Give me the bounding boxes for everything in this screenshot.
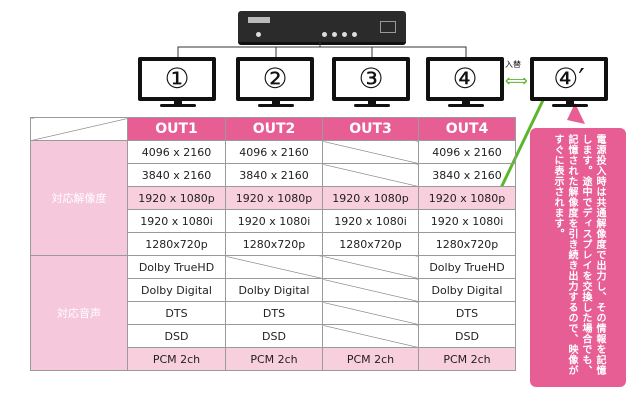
table-cell: PCM 2ch — [225, 347, 323, 371]
table-cell: PCM 2ch — [322, 347, 419, 371]
table-cell-unsupported — [322, 163, 419, 187]
table-cell: PCM 2ch — [127, 347, 226, 371]
header-out3: OUT3 — [322, 117, 419, 141]
monitor-2: ② — [236, 57, 316, 107]
monitor-1: ① — [138, 57, 218, 107]
table-cell: 1920 x 1080p — [225, 186, 323, 210]
table-cell: 1920 x 1080p — [418, 186, 516, 210]
table-cell: Dolby Digital — [225, 278, 323, 302]
table-cell: 4096 x 2160 — [127, 140, 226, 164]
table-cell-unsupported — [225, 255, 323, 279]
table-cell: 1280x720p — [127, 232, 226, 256]
monitor-4-number: ④ — [426, 57, 504, 101]
table-cell: 3840 x 2160 — [225, 163, 323, 187]
table-cell-unsupported — [322, 278, 419, 302]
monitor-2-number: ② — [236, 57, 314, 101]
swap-arrow-icon: ⟺ — [505, 71, 528, 90]
monitor-3: ③ — [332, 57, 412, 107]
output-spec-table: OUT1 OUT2 OUT3 OUT4 対応解像度 4096 x 2160 40… — [30, 117, 516, 371]
table-cell-unsupported — [322, 301, 419, 325]
table-cell: DTS — [225, 301, 323, 325]
table-cell: DSD — [225, 324, 323, 348]
table-cell: 3840 x 2160 — [418, 163, 516, 187]
power-led — [256, 32, 261, 37]
swap-label: 入替 — [505, 60, 521, 69]
header-out4: OUT4 — [418, 117, 516, 141]
group-resolution: 対応解像度 — [30, 140, 128, 256]
table-cell: 1280x720p — [418, 232, 516, 256]
table-cell: Dolby TrueHD — [127, 255, 226, 279]
status-led-3 — [342, 32, 347, 37]
table-corner — [30, 117, 128, 141]
table-cell: 1920 x 1080i — [322, 209, 419, 233]
monitor-4-replacement-number: ④′ — [530, 57, 608, 101]
memory-note-callout: 電源投入時は共通解像度で出力し、その情報を記憶します。途中でディスプレイを交換し… — [530, 128, 626, 387]
table-cell: Dolby Digital — [127, 278, 226, 302]
table-cell: 4096 x 2160 — [225, 140, 323, 164]
monitor-4: ④ — [426, 57, 506, 107]
hdmi-splitter-device — [238, 11, 406, 45]
table-cell: PCM 2ch — [418, 347, 516, 371]
status-led-4 — [352, 32, 357, 37]
table-cell: Dolby TrueHD — [418, 255, 516, 279]
table-cell: 1280x720p — [225, 232, 323, 256]
header-out1: OUT1 — [127, 117, 226, 141]
monitor-1-number: ① — [138, 57, 216, 101]
table-cell: 4096 x 2160 — [418, 140, 516, 164]
table-cell-unsupported — [322, 324, 419, 348]
table-cell: 1920 x 1080p — [322, 186, 419, 210]
device-port — [380, 21, 396, 33]
status-led-2 — [332, 32, 337, 37]
table-cell: DTS — [127, 301, 226, 325]
note-text: 電源投入時は共通解像度で出力し、その情報を記憶します。途中でディスプレイを交換し… — [552, 134, 605, 376]
note-pointer — [567, 103, 585, 124]
table-cell: 1920 x 1080i — [225, 209, 323, 233]
table-cell: 3840 x 2160 — [127, 163, 226, 187]
monitor-4-replacement: ④′ — [530, 57, 610, 107]
status-led-1 — [322, 32, 327, 37]
group-audio: 対応音声 — [30, 255, 128, 371]
monitor-3-number: ③ — [332, 57, 410, 101]
table-cell: DSD — [418, 324, 516, 348]
table-cell: 1920 x 1080i — [127, 209, 226, 233]
table-cell: Dolby Digital — [418, 278, 516, 302]
header-out2: OUT2 — [225, 117, 323, 141]
table-cell: 1920 x 1080p — [127, 186, 226, 210]
table-cell: DTS — [418, 301, 516, 325]
table-cell: 1280x720p — [322, 232, 419, 256]
table-cell: DSD — [127, 324, 226, 348]
table-cell-unsupported — [322, 255, 419, 279]
device-logo — [248, 17, 270, 23]
table-cell: 1920 x 1080i — [418, 209, 516, 233]
table-cell-unsupported — [322, 140, 419, 164]
